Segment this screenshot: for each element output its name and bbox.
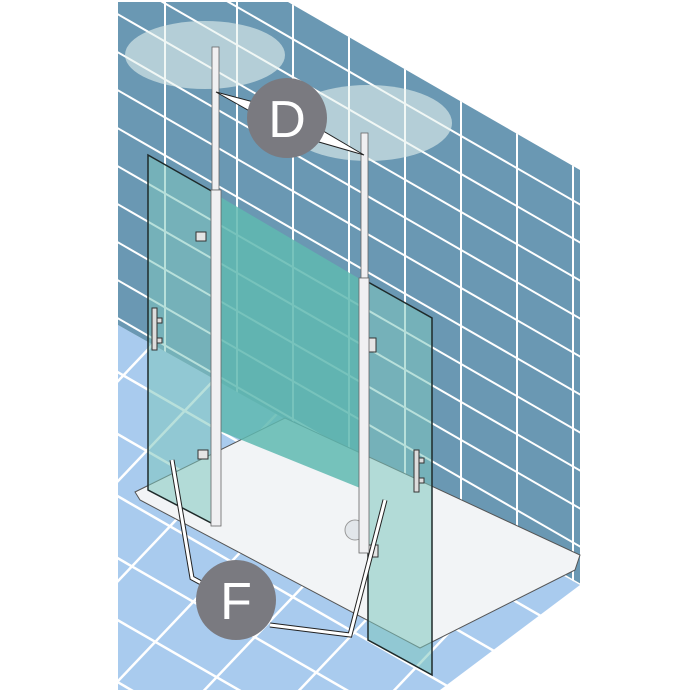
callout-d: D	[215, 78, 365, 158]
door-handle-left	[151, 307, 163, 351]
wall-grout-horizontal	[118, 79, 580, 369]
floor-grout	[118, 608, 257, 690]
wall-grout-horizontal	[488, 2, 580, 65]
wall-grout-horizontal	[422, 2, 580, 103]
door-handle-right	[413, 449, 425, 493]
wall-grout-horizontal	[554, 2, 580, 27]
fixed-glass-panel	[217, 195, 365, 490]
wall-grout-horizontal	[118, 117, 580, 407]
callout-d-label: D	[268, 91, 306, 149]
floor-grout	[0, 300, 100, 405]
highlight-area-left	[125, 21, 285, 89]
callout-f: F	[169, 459, 388, 640]
stabilizer-pole-left	[210, 46, 222, 527]
floor-grout	[118, 670, 150, 690]
stabilizer-pole-right	[358, 132, 370, 554]
wall-grout-horizontal	[118, 41, 580, 331]
floor-grout	[118, 484, 473, 690]
callout-f-label: F	[220, 573, 252, 631]
